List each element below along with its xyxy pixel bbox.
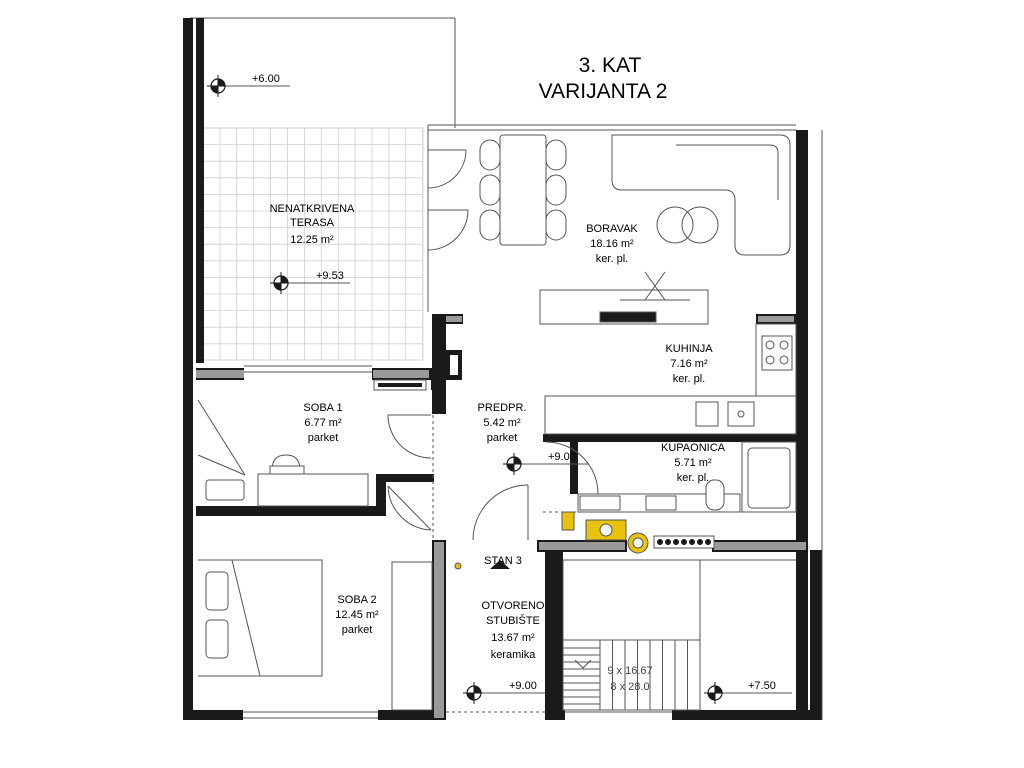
room-kupaonica-name: KUPAONICA (661, 442, 726, 454)
entrance-label: STAN 3 (484, 555, 522, 567)
room-kuhinja-floor: ker. pl. (673, 373, 705, 385)
room-kuhinja-name: KUHINJA (665, 343, 713, 355)
stair-dims-line2: 8 x 28.0 (610, 681, 649, 693)
stair-dims-line1: 9 x 16.67 (607, 665, 652, 677)
room-soba1-floor: parket (308, 432, 339, 444)
room-predpr-floor: parket (487, 432, 518, 444)
furniture-soba2-bed (198, 559, 433, 711)
plan-title-line2: VARIJANTA 2 (539, 80, 668, 103)
room-predpr-name: PREDPR. (478, 402, 527, 414)
room-stubiste-name2: STUBIŠTE (486, 614, 540, 627)
room-terasa-name2: TERASA (290, 217, 335, 229)
elevation-marker-terasa: +9.53 (270, 270, 350, 294)
room-terasa-name1: NENATKRIVENA (270, 203, 355, 215)
room-predpr-area: 5.42 m² (483, 417, 521, 429)
staircase (562, 559, 796, 711)
room-soba1-name: SOBA 1 (303, 402, 342, 414)
elevation-symbol-icon (463, 682, 485, 704)
radiator (653, 535, 715, 549)
svg-text:+9.53: +9.53 (316, 270, 344, 282)
svg-text:+9.00: +9.00 (509, 680, 537, 692)
room-labels: NENATKRIVENA TERASA 12.25 m² BORAVAK 18.… (270, 203, 726, 661)
svg-text:+6.00: +6.00 (252, 73, 280, 85)
entrance-arrow-icon (490, 560, 510, 569)
elevation-symbol-icon (207, 75, 229, 97)
svg-text:+9.00: +9.00 (548, 451, 576, 463)
furniture-sink (695, 401, 755, 427)
room-stubiste-area: 13.67 m² (491, 632, 535, 644)
elevation-marker-predpr: +9.00 (503, 451, 588, 475)
furniture-soba1 (205, 454, 369, 507)
room-kuhinja-area: 7.16 m² (670, 358, 708, 370)
elevation-symbol-icon (270, 272, 292, 294)
appliances-yellow (454, 511, 649, 570)
room-kupaonica-floor: ker. pl. (677, 472, 709, 484)
room-terasa-area: 12.25 m² (290, 234, 334, 246)
doors (387, 149, 599, 541)
thin-lines (197, 124, 823, 720)
elevation-marker-top-left: +6.00 (207, 73, 290, 97)
room-kupaonica-area: 5.71 m² (674, 457, 712, 469)
room-stubiste-name1: OTVORENO (482, 600, 545, 612)
room-boravak-floor: ker. pl. (596, 253, 628, 265)
room-boravak-name: BORAVAK (586, 223, 638, 235)
elevation-marker-stair-left: +9.00 (463, 680, 545, 704)
svg-text:+7.50: +7.50 (748, 680, 776, 692)
room-soba2-floor: parket (342, 624, 373, 636)
plan-title-line1: 3. KAT (579, 54, 642, 77)
room-boravak-area: 18.16 m² (590, 238, 634, 250)
furniture-kitchen-island (539, 271, 709, 325)
upper-roof-outline (190, 17, 456, 128)
elevation-symbol-icon (704, 682, 726, 704)
room-stubiste-floor: keramika (491, 649, 537, 661)
furniture-bathroom (579, 447, 791, 511)
furniture-stove (761, 335, 793, 371)
room-soba2-name: SOBA 2 (337, 594, 376, 606)
terrace-floor-grid (202, 127, 424, 361)
furniture-sofa (611, 134, 791, 256)
room-soba2-area: 12.45 m² (335, 609, 379, 621)
room-soba1-area: 6.77 m² (304, 417, 342, 429)
furniture-dining (479, 134, 567, 246)
elevation-symbol-icon (503, 453, 525, 475)
hallway-heater (373, 350, 462, 391)
elevation-marker-stair-right: +7.50 (704, 680, 792, 704)
